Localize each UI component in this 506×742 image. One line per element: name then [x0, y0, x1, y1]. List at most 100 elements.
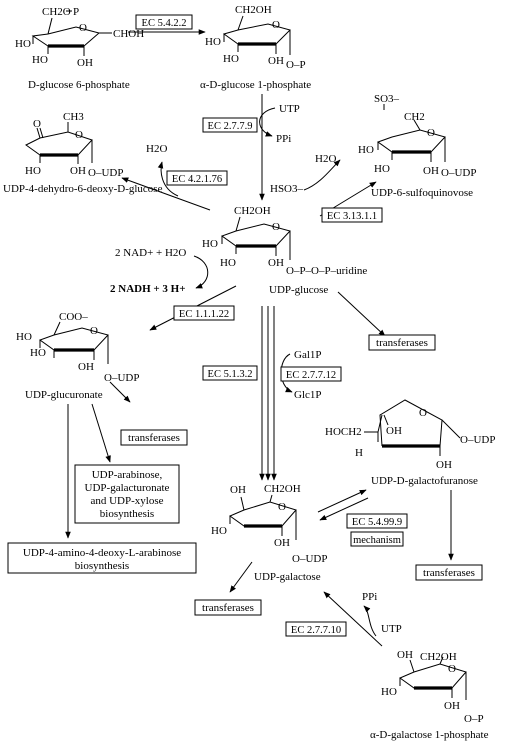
arrow-galf-to-gal [319, 497, 369, 521]
transferases-box-1 [368, 334, 436, 351]
arrow-gal-to-galf [317, 489, 367, 513]
sulfo-ch2: CH2 [404, 111, 425, 123]
g1p-ho-4: HO [205, 36, 221, 48]
molecule-udp-galactofuranose: HOCH2 H OH OH O O–UDP UDP-D-galactofuran… [325, 399, 495, 487]
cofactor-utp-1: UTP [279, 103, 300, 115]
dehydro-oudp: O–UDP [88, 167, 123, 179]
transferases-3: transferases [423, 567, 475, 579]
enzyme-box-e2 [202, 117, 258, 133]
sulfo-ho-3: HO [374, 163, 390, 175]
g6p-ring-oxygen: O [79, 22, 87, 34]
udpglc-ho-4: HO [202, 238, 218, 250]
dehydro-ch3: CH3 [63, 111, 84, 123]
g1p-name: α-D-glucose 1-phosphate [200, 79, 311, 91]
molecule-udp-glucuronate: COO– HO HO OH O O–UDP UDP-glucuronate [16, 311, 139, 401]
g6p-oh-2: OH [77, 57, 93, 69]
gal1p-ch2oh: CH2OH [420, 651, 457, 663]
udpgal-oh-2: OH [274, 537, 290, 549]
biosyn-1-line-4: biosynthesis [100, 508, 154, 520]
arrow-glcuronate-to-biosyn [91, 403, 111, 463]
udpgal-ho-3: HO [211, 525, 227, 537]
enzyme-box-e4 [321, 207, 383, 223]
sulfo-so3: SO3– [374, 93, 400, 105]
cofactor-hso3: HSO3– [270, 183, 304, 195]
cofactor-nad: 2 NAD+ + H2O [115, 247, 186, 259]
udpgal-name: UDP-galactose [254, 571, 321, 583]
enzyme-e10: EC 2.7.7.10 [291, 625, 341, 636]
g1p-ch2oh: CH2OH [235, 4, 272, 16]
enzyme-e7: EC 2.7.7.12 [286, 370, 336, 381]
gal1p-ho-3: HO [381, 686, 397, 698]
enzyme-box-e8 [346, 513, 408, 529]
gal1p-oh-2: OH [444, 700, 460, 712]
dehydro-oh-2: OH [70, 165, 86, 177]
g1p-ring-oxygen: O [272, 19, 280, 31]
g1p-op: O–P [286, 59, 306, 71]
arrow-udpgal-to-transferases [229, 561, 253, 593]
arrow-udpglc-to-transferases [337, 291, 386, 337]
udpglc-ring-oxygen: O [272, 221, 280, 233]
udpglc-ho-3: HO [220, 257, 236, 269]
udpglc-ch2oh: CH2OH [234, 205, 271, 217]
molecule-udp-glucose: CH2OH HO HO OH O O–P–O–P–uridine UDP-glu… [202, 205, 367, 296]
gal1p-op: O–P [464, 713, 484, 725]
enzyme-box-e10 [285, 621, 347, 637]
enzyme-box-e3 [166, 170, 228, 186]
cofactor-h2o-1: H2O [146, 143, 167, 155]
molecule-udp-galactose: OH CH2OH HO OH O O–UDP UDP-galactose [211, 483, 327, 583]
glcuronate-ho-4: HO [16, 331, 32, 343]
udpglc-oh-2: OH [268, 257, 284, 269]
glcuronate-oudp: O–UDP [104, 372, 139, 384]
cofactor-nadh: 2 NADH + 3 H+ [110, 283, 185, 295]
utp-ppi-curve [259, 107, 276, 137]
galf-oh-1: OH [386, 425, 402, 437]
enzyme-e3: EC 4.2.1.76 [172, 174, 222, 185]
cofactor-ppi-2: PPi [362, 591, 377, 603]
udpgal-ring-oxygen: O [278, 501, 286, 513]
g6p-phosphate: P [73, 6, 79, 18]
transferases-box-2 [120, 429, 188, 446]
sulfo-oh-2: OH [423, 165, 439, 177]
transferases-box-3 [415, 564, 483, 581]
enzyme-e5: EC 1.1.1.22 [179, 309, 229, 320]
mechanism-box [350, 531, 404, 547]
g6p-ho-3: HO [32, 54, 48, 66]
g6p-name: D-glucose 6-phosphate [28, 79, 130, 91]
g1p-oh-2: OH [268, 55, 284, 67]
enzyme-e6: EC 5.1.3.2 [208, 369, 253, 380]
molecule-galactose-1-phosphate: OH CH2OH HO OH O O–P α-D-galactose 1-pho… [370, 649, 489, 741]
glcuronate-coo: COO– [59, 311, 88, 323]
biosyn-1-line-2: UDP-galacturonate [85, 482, 170, 494]
biosyn-box-2 [7, 542, 197, 574]
mechanism-label: mechanism [353, 535, 401, 546]
gal1p-ring-oxygen: O [448, 663, 456, 675]
molecule-glucose-1-phosphate: CH2OH HO HO OH O O–P α-D-glucose 1-phosp… [200, 4, 311, 91]
enzyme-e1: EC 5.4.2.2 [142, 18, 187, 29]
enzyme-box-e1 [135, 14, 193, 30]
dehydro-ring-oxygen: O [75, 129, 83, 141]
biosyn-box-1 [74, 464, 180, 524]
gal1p-oh-4: OH [397, 649, 413, 661]
galf-ring-oxygen: O [419, 407, 427, 419]
g1p-ho-3: HO [223, 53, 239, 65]
transferases-box-4 [194, 599, 262, 616]
g6p-ho-4: HO [15, 38, 31, 50]
galf-name: UDP-D-galactofuranose [371, 475, 478, 487]
hso3-h2o-curve [303, 159, 341, 191]
enzyme-e2: EC 2.7.7.9 [208, 121, 253, 132]
sulfo-oudp: O–UDP [441, 167, 476, 179]
g6p-ch2o: CH2O [42, 6, 71, 18]
cofactor-utp-2: UTP [381, 623, 402, 635]
biosyn-1-line-3: and UDP-xylose [90, 495, 163, 507]
cofactor-glc1p: Glc1P [294, 389, 322, 401]
cofactor-gal1p: Gal1P [294, 349, 322, 361]
dehydro-name: UDP-4-dehydro-6-deoxy-D-glucose [3, 183, 163, 195]
molecule-udp-4-dehydro-6-deoxy-glucose: O CH3 HO OH O O–UDP UDP-4-dehydro-6-deox… [3, 111, 163, 195]
galf-oh-2: OH [436, 459, 452, 471]
gal1p-name: α-D-galactose 1-phosphate [370, 729, 489, 741]
transferases-4: transferases [202, 602, 254, 614]
galf-hoch2: HOCH2 [325, 426, 362, 438]
biosyn-2-line-1: UDP-4-amino-4-deoxy-L-arabinose [23, 547, 181, 559]
